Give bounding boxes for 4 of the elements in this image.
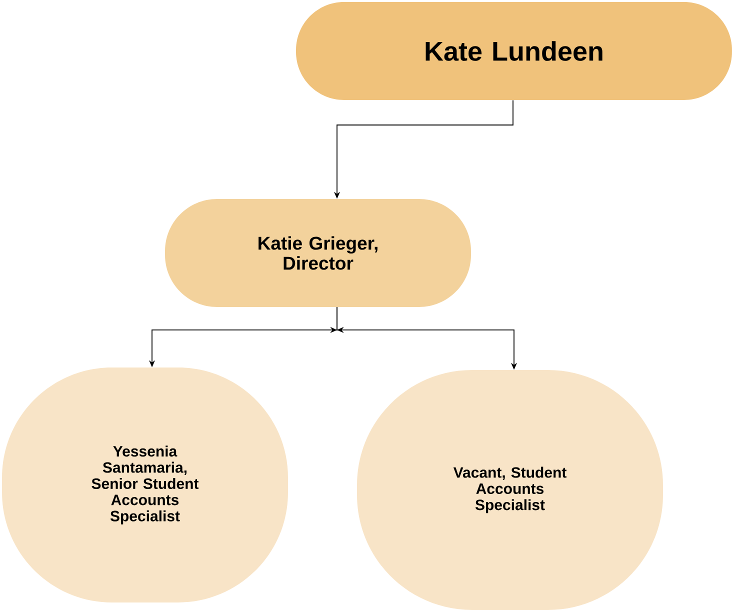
person-box: Yessenia Santamaria, Senior Student Accounts Specialist: [2, 367, 288, 602]
person-box: Kate Lundeen: [296, 2, 732, 100]
person-box: Vacant, Student Accounts Specialist: [357, 370, 663, 610]
person-box: Katie Grieger, Director: [165, 199, 471, 307]
